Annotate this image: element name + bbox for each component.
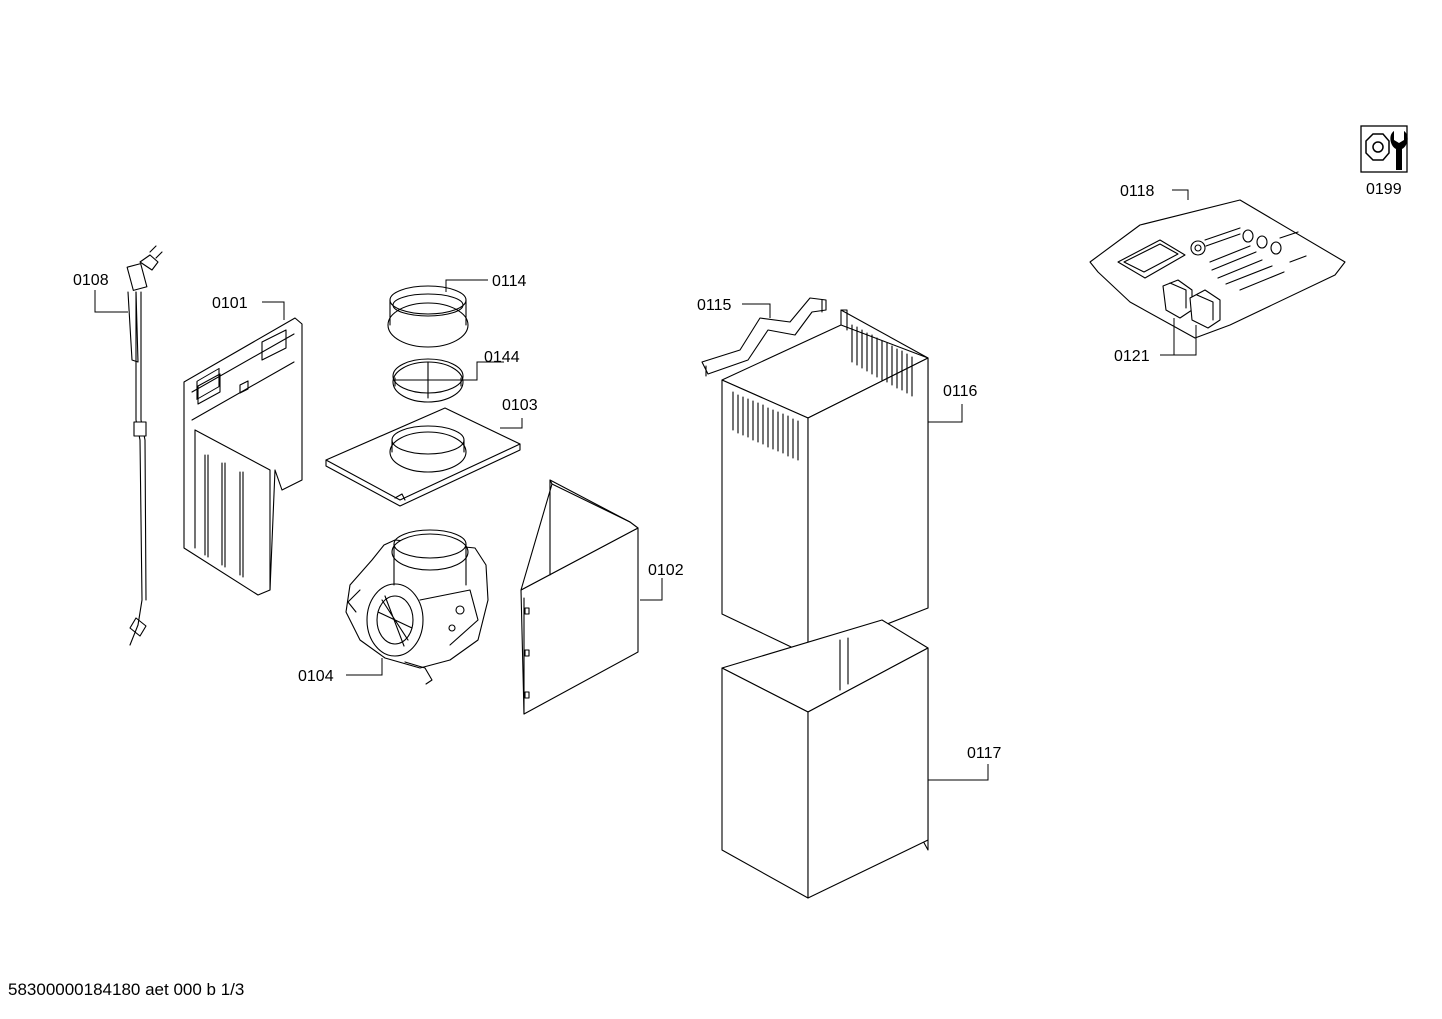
label-0117: 0117: [967, 745, 1002, 762]
label-0115: 0115: [697, 297, 732, 314]
screws-and-washers: [1204, 227, 1307, 291]
label-0108: 0108: [73, 272, 109, 289]
part-0117-lower-chimney: [721, 619, 929, 899]
document-id-footer: 58300000184180 aet 000 b 1/3: [8, 980, 245, 999]
part-0104-fan-motor: [345, 529, 489, 685]
label-0144: 0144: [484, 349, 520, 366]
part-0116-upper-chimney: [721, 309, 929, 656]
part-0118-accessory-bag: [1089, 199, 1346, 339]
wrench-nut-icon: [1360, 125, 1408, 173]
label-0102: 0102: [648, 562, 684, 579]
label-0121: 0121: [1114, 348, 1150, 365]
label-0104: 0104: [298, 668, 334, 685]
part-0103-base-plate: [325, 407, 521, 507]
vent-slots-rear: [851, 324, 913, 397]
part-0114-flange-ring: [387, 285, 469, 348]
label-0103: 0103: [502, 397, 538, 414]
part-0108-power-cable: [126, 245, 163, 646]
label-0199: 0199: [1366, 181, 1402, 198]
label-0114: 0114: [492, 273, 527, 290]
vent-slots-front: [732, 391, 799, 461]
part-0144-backflow-damper: [392, 358, 464, 403]
label-0116: 0116: [943, 383, 978, 400]
part-0101-mounting-frame: [183, 317, 303, 596]
part-0102-side-panel: [520, 479, 639, 715]
label-0118: 0118: [1120, 183, 1155, 200]
part-0115-bracket: [701, 297, 827, 377]
label-0101: 0101: [212, 295, 248, 312]
